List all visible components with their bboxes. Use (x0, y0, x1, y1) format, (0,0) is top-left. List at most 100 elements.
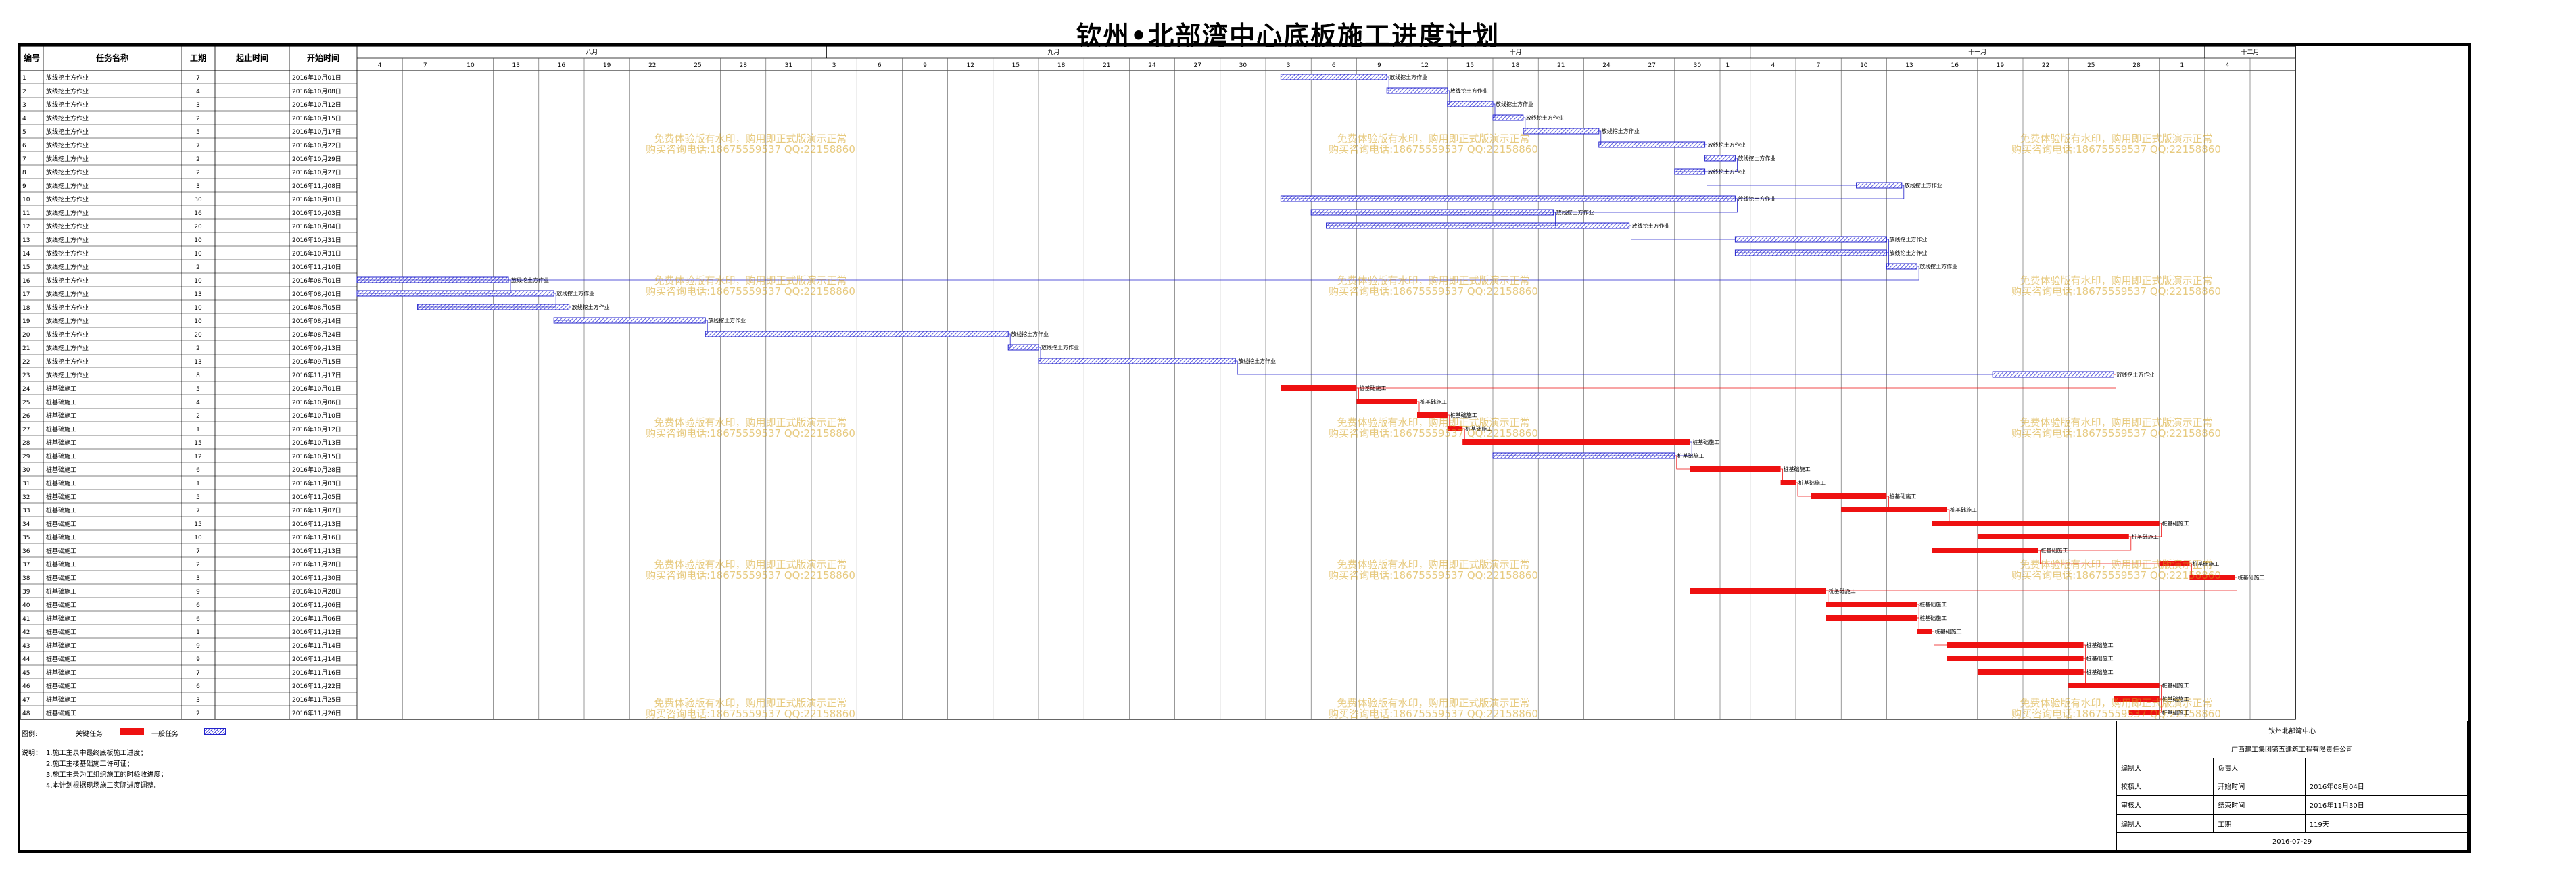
watermark-text: 购买咨询电话:18675559537 QQ:22158860 (2011, 708, 2221, 720)
info-key: 审核人 (2116, 795, 2191, 815)
day-tick-label: 16 (1951, 62, 1959, 69)
day-tick-label: 21 (1557, 62, 1565, 69)
task-duration: 2 (196, 413, 200, 420)
task-duration: 4 (196, 400, 200, 406)
task-duration: 20 (194, 224, 202, 231)
dependency-link (1977, 658, 2086, 673)
watermark-text: 免费体验版有水印，购用即正式版演示正常 (654, 416, 846, 429)
info-value (2190, 758, 2214, 777)
day-tick-label: 22 (2042, 62, 2049, 69)
watermark-text: 免费体验版有水印，购用即正式版演示正常 (1337, 416, 1529, 429)
task-id: 29 (22, 454, 30, 460)
task-start-date: 2016年10月27日 (292, 168, 341, 176)
task-name: 放线挖土方作业 (46, 371, 89, 379)
task-id: 12 (22, 224, 30, 231)
watermark-text: 免费体验版有水印，购用即正式版演示正常 (1337, 132, 1529, 145)
normal-task-bar (1704, 155, 1736, 162)
task-name: 放线挖土方作业 (46, 304, 89, 312)
watermark-text: 免费体验版有水印，购用即正式版演示正常 (654, 132, 846, 145)
dependency-link (1598, 130, 1602, 145)
task-duration: 7 (196, 508, 200, 514)
task-bar-label: 桩基础施工 (1784, 466, 1811, 473)
info-value (2304, 758, 2468, 777)
dependency-link (1356, 387, 1359, 402)
legend: 图例: 关键任务 一般任务 说明： 1.施工主录中最终底板施工进度； 2.施工主… (22, 727, 2104, 848)
task-id: 15 (22, 264, 30, 271)
task-id: 45 (22, 670, 30, 677)
day-tick-label: 1 (2180, 62, 2184, 69)
day-tick-label: 18 (1512, 62, 1520, 69)
info-key: 校核人 (2116, 776, 2191, 796)
dependency-link (1932, 509, 1950, 524)
task-start-date: 2016年11月12日 (292, 628, 341, 636)
task-duration: 10 (194, 251, 202, 258)
info-key: 编制人 (2116, 758, 2191, 777)
normal-task-bar (1007, 344, 1039, 351)
dependency-link (1704, 144, 1708, 159)
table-header: 编号 (23, 53, 40, 63)
day-tick-label: 3 (832, 62, 836, 69)
task-name: 桩基础施工 (46, 655, 76, 663)
dependency-link (2189, 563, 2192, 578)
day-tick-label: 10 (1860, 62, 1868, 69)
task-id: 27 (22, 427, 30, 433)
task-name: 桩基础施工 (46, 493, 76, 501)
task-bar-label: 放线挖土方作业 (1905, 182, 1942, 189)
month-label: 十二月 (2241, 48, 2259, 56)
task-id: 26 (22, 413, 30, 420)
task-id: 13 (22, 237, 30, 244)
task-duration: 7 (196, 143, 200, 149)
task-id: 5 (22, 129, 26, 136)
task-name: 放线挖土方作业 (46, 168, 89, 176)
task-duration: 7 (196, 548, 200, 555)
task-bar-label: 桩基础施工 (2162, 682, 2189, 689)
task-id: 22 (22, 359, 30, 366)
dependency-link (1039, 347, 1041, 362)
normal-task-bar (1038, 358, 1236, 364)
dependency-link (2068, 671, 2086, 686)
dependency-link (1281, 374, 2116, 389)
dependency-link (1826, 604, 1919, 619)
dependency-link (1326, 212, 1556, 226)
task-name: 桩基础施工 (46, 682, 76, 690)
task-start-date: 2016年08月05日 (292, 304, 341, 312)
legend-normal-text: 一般任务 (151, 731, 178, 738)
day-tick-label: 28 (2132, 62, 2141, 69)
task-duration: 10 (194, 278, 202, 285)
task-start-date: 2016年10月31日 (292, 236, 341, 244)
task-bar-label: 放线挖土方作业 (1496, 101, 1533, 107)
task-duration: 15 (194, 440, 201, 447)
info-key: 开始时间 (2213, 776, 2306, 796)
gantt-frame (18, 43, 2471, 853)
task-duration: 1 (196, 481, 200, 487)
task-id: 36 (22, 548, 30, 555)
info-key: 结束时间 (2213, 795, 2306, 815)
dependency-link (1447, 90, 1450, 105)
dependency-link (1735, 239, 1889, 253)
task-bar-label: 放线挖土方作业 (1238, 358, 1276, 364)
dependency-link (2128, 698, 2162, 713)
task-id: 16 (22, 278, 30, 285)
task-name: 桩基础施工 (46, 520, 76, 528)
task-duration: 5 (196, 386, 200, 393)
day-tick-label: 6 (1332, 62, 1336, 69)
task-id: 18 (22, 305, 30, 312)
task-start-date: 2016年11月06日 (292, 614, 341, 623)
task-name: 桩基础施工 (46, 385, 76, 393)
task-id: 35 (22, 535, 30, 541)
task-duration: 2 (196, 156, 200, 163)
task-start-date: 2016年10月06日 (292, 398, 341, 406)
task-id: 7 (22, 156, 26, 163)
dependency-link (554, 306, 571, 321)
task-start-date: 2016年10月08日 (292, 87, 341, 95)
task-name: 桩基础施工 (46, 574, 76, 582)
task-name: 桩基础施工 (46, 560, 76, 569)
task-start-date: 2016年11月07日 (292, 506, 341, 514)
task-id: 28 (22, 440, 30, 447)
task-id: 37 (22, 562, 30, 569)
task-id: 25 (22, 400, 30, 406)
task-duration: 2 (196, 345, 200, 352)
task-bar-label: 放线挖土方作业 (1041, 344, 1079, 351)
task-bar-label: 桩基础施工 (2162, 696, 2189, 702)
task-start-date: 2016年11月16日 (292, 533, 341, 541)
